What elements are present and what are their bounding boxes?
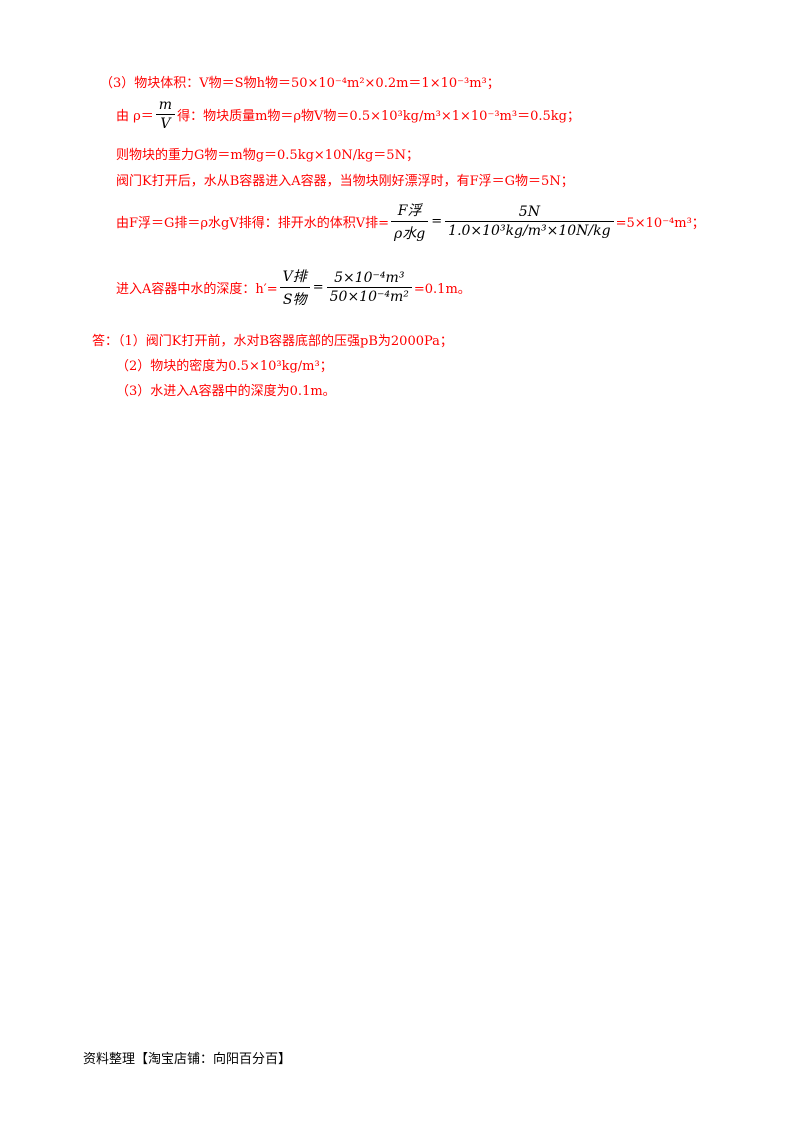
answer-line-3: （3）水进入A容器中的深度为0.1m。 (116, 380, 336, 399)
fraction-bar (326, 287, 412, 288)
valve-text: 阀门K打开后，水从B容器进入A容器，当物块刚好漂浮时，有F浮＝G物＝5N； (116, 174, 574, 189)
fraction-denominator: 1.0×10³kg/m³×10N/kg (448, 223, 611, 239)
volume-text: （3）物块体积：V物＝S物h物＝50×10⁻⁴m²×0.2m＝1×10⁻³m³； (100, 76, 500, 91)
answer-2-text: （2）物块的密度为0.5×10³kg/m³； (116, 359, 333, 374)
density-fraction: m V (155, 97, 176, 132)
depth-result: =0.1m。 (413, 282, 471, 297)
buoyancy-fraction: F浮 ρ水g (391, 200, 429, 243)
answer-3-text: （3）水进入A容器中的深度为0.1m。 (116, 384, 336, 399)
footer-note: 资料整理【淘宝店铺：向阳百分百】 (83, 1052, 292, 1067)
valve-line: 阀门K打开后，水从B容器进入A容器，当物块刚好漂浮时，有F浮＝G物＝5N； (116, 170, 574, 189)
fraction-numerator: V排 (282, 269, 307, 285)
fraction-numerator: 5N (518, 204, 540, 220)
answer-line-2: （2）物块的密度为0.5×10³kg/m³； (116, 355, 333, 374)
mass-line: 由 ρ＝ m V 得：物块质量m物＝ρ物V物＝0.5×10³kg/m³×1×10… (116, 97, 580, 132)
mass-text: 得：物块质量m物＝ρ物V物＝0.5×10³kg/m³×1×10⁻³m³＝0.5k… (177, 109, 580, 124)
fraction-denominator: ρ水g (394, 226, 426, 242)
fraction-bar (445, 221, 614, 222)
gravity-text: 则物块的重力G物＝m物g＝0.5kg×10N/kg＝5N； (116, 148, 419, 163)
displaced-prefix: 由F浮＝G排＝ρ水gV排得：排开水的体积V排= (116, 216, 390, 231)
fraction-numerator: 5×10⁻⁴m³ (334, 270, 405, 286)
answer-line-1: 答：（1）阀门K打开前，水对B容器底部的压强pB为2000Pa； (92, 330, 453, 349)
depth-fraction: V排 S物 (279, 266, 310, 309)
displaced-volume-line: 由F浮＝G排＝ρ水gV排得：排开水的体积V排= F浮 ρ水g = 5N 1.0×… (116, 200, 705, 243)
mass-prefix: 由 ρ＝ (116, 109, 154, 124)
fraction-numerator: F浮 (397, 203, 422, 219)
fraction-bar (155, 114, 176, 115)
depth-prefix: 进入A容器中水的深度：h′= (116, 282, 278, 297)
fraction-bar (391, 221, 429, 222)
fraction-numerator: m (158, 97, 173, 113)
depth-numeric-fraction: 5×10⁻⁴m³ 50×10⁻⁴m² (326, 270, 412, 305)
volume-line: （3）物块体积：V物＝S物h物＝50×10⁻⁴m²×0.2m＝1×10⁻³m³； (100, 72, 500, 91)
depth-line: 进入A容器中水的深度：h′= V排 S物 = 5×10⁻⁴m³ 50×10⁻⁴m… (116, 266, 471, 309)
fraction-denominator: 50×10⁻⁴m² (329, 289, 409, 305)
gravity-line: 则物块的重力G物＝m物g＝0.5kg×10N/kg＝5N； (116, 144, 419, 163)
displaced-result: =5×10⁻⁴m³； (615, 216, 705, 231)
fraction-denominator: V (160, 116, 171, 132)
numeric-fraction: 5N 1.0×10³kg/m³×10N/kg (445, 204, 614, 239)
answer-1-text: 答：（1）阀门K打开前，水对B容器底部的压强pB为2000Pa； (92, 334, 453, 349)
fraction-denominator: S物 (282, 292, 307, 308)
fraction-bar (279, 287, 310, 288)
